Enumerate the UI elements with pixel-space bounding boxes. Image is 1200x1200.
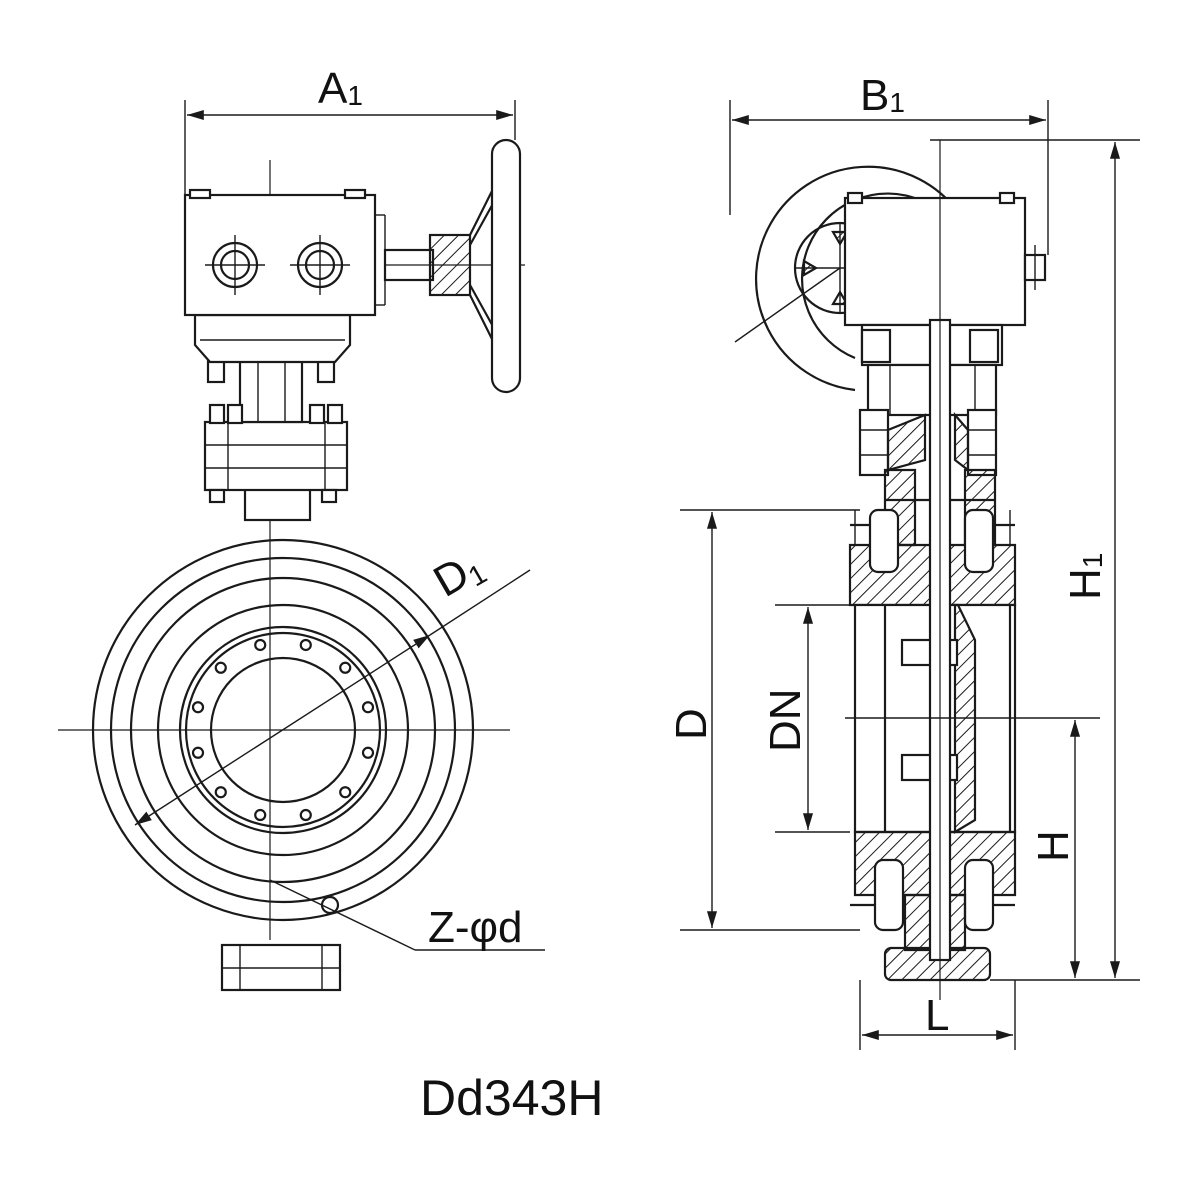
h1-label: H1 (1061, 553, 1110, 600)
d1-leader (429, 569, 531, 636)
l-label: L (925, 991, 949, 1040)
bolt-hole (361, 701, 375, 714)
handwheel (490, 138, 522, 394)
bracket-bolt-left (858, 408, 890, 477)
bolt-hole (339, 661, 352, 674)
bolt-hole (254, 808, 267, 822)
gearbox (183, 193, 377, 317)
b1-label: B1 (860, 71, 905, 120)
upper-bolt-right (963, 508, 995, 574)
d1-label: D1 (426, 541, 493, 609)
bolt-hole-leader (269, 879, 416, 951)
bolt-hole (254, 638, 267, 652)
gearbox-port-right (290, 235, 350, 295)
bolt-hole (214, 786, 227, 799)
handwheel-side (754, 165, 959, 392)
side-view: B1 H1 D DN H L (667, 71, 1140, 1050)
upper-bolt-left (868, 508, 900, 574)
bracket (238, 358, 304, 424)
bolt-hole (214, 661, 227, 674)
bolt-hole (299, 638, 312, 652)
model-title: Dd343H (420, 1070, 603, 1126)
bolt-hole (361, 746, 375, 759)
front-view: D1 Z-φd (58, 64, 545, 992)
bolt-hole-callout (320, 895, 340, 915)
bolt-hole (191, 701, 205, 714)
bolt-hole (339, 786, 352, 799)
gearbox-port-left (205, 235, 265, 295)
gearbox-side (843, 196, 1027, 327)
bolt-hole-label: Z-φd (428, 903, 523, 952)
lower-bolt-left (873, 858, 905, 932)
d-label: D (667, 708, 716, 740)
neck-lower (243, 486, 312, 522)
extension-lines (680, 100, 1140, 1050)
bolt-hole (299, 808, 312, 822)
bolt-hole (191, 746, 205, 759)
a1-label: A1 (318, 64, 363, 113)
bracket-flange (203, 420, 349, 492)
handwheel-spokes (469, 174, 501, 356)
lower-bolt-right (963, 858, 995, 932)
dn-label: DN (761, 688, 810, 752)
bracket-bolt-right (966, 408, 998, 477)
d1-dimension-line (134, 634, 431, 826)
handwheel-hub (428, 233, 472, 297)
gearbox-base (193, 313, 352, 364)
h-label: H (1029, 830, 1078, 862)
